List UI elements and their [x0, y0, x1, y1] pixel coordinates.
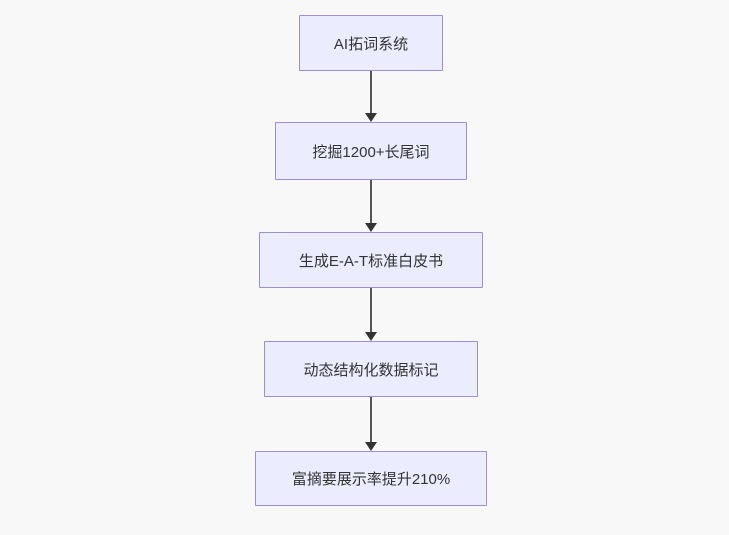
arrow-down-icon [370, 71, 372, 113]
flow-node-rich-snippet-rate-increase: 富摘要展示率提升210% [255, 451, 487, 506]
flow-node-label: 挖掘1200+长尾词 [312, 143, 430, 161]
flow-node-label: 富摘要展示率提升210% [291, 471, 451, 488]
flow-node-mine-longtail-keywords: 挖掘1200+长尾词 [275, 122, 467, 180]
arrow-down-icon [370, 180, 372, 223]
flow-node-label: 生成E-A-T标准白皮书 [298, 252, 444, 270]
flow-node-label: 动态结构化数据标记 [303, 361, 439, 379]
arrow-down-icon [370, 397, 372, 442]
flow-node-label: AI拓词系统 [333, 35, 409, 53]
arrow-down-icon [370, 288, 372, 332]
flow-node-ai-word-expansion-system: AI拓词系统 [299, 15, 443, 71]
flow-node-dynamic-structured-data-markup: 动态结构化数据标记 [264, 341, 478, 397]
flow-node-generate-eat-whitepaper: 生成E-A-T标准白皮书 [259, 232, 483, 288]
